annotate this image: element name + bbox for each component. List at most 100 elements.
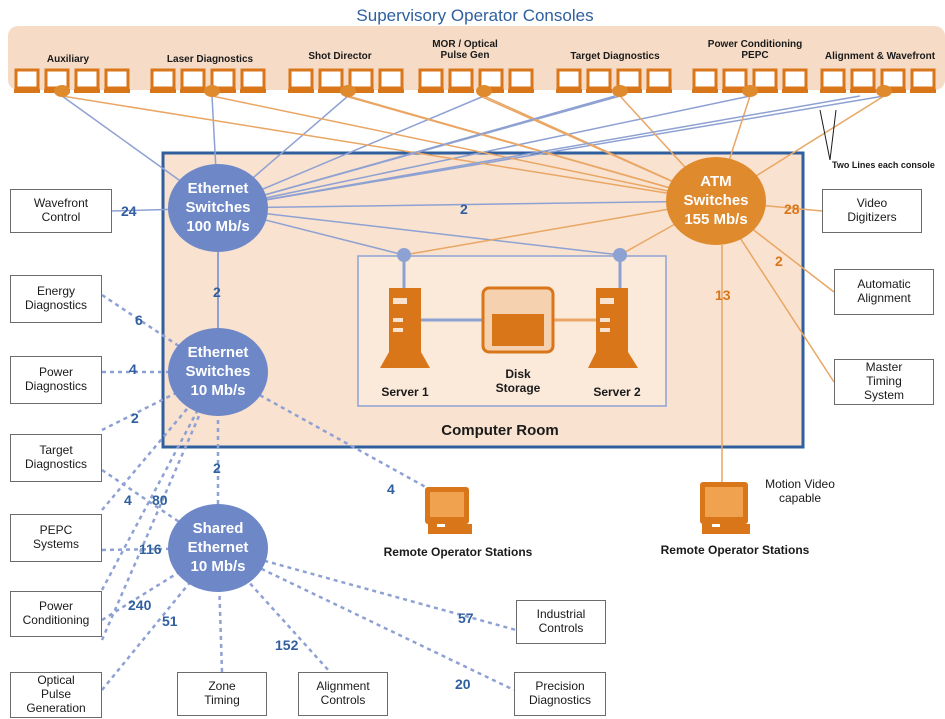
count-auto-alignment: 2: [775, 253, 783, 269]
industrial-link: [217, 546, 517, 632]
box-target-diagnostics: Target Diagnostics: [10, 434, 102, 482]
console-monitor-icon: [240, 68, 266, 93]
console-monitor-icon: [722, 68, 748, 93]
motion-video-label: Motion Video capable: [765, 477, 835, 505]
box-video-digitizers: Video Digitizers: [822, 189, 922, 233]
server-2-label: Server 2: [593, 385, 641, 399]
console-jack: [340, 85, 356, 97]
count-target-shared: 80: [152, 492, 168, 508]
two-lines-note: Two Lines each console: [832, 160, 935, 170]
console-monitor-icon: [448, 68, 474, 93]
box-energy-diagnostics: Energy Diagnostics: [10, 275, 102, 323]
diagram-title: Supervisory Operator Consoles: [356, 6, 594, 25]
console-jack: [742, 85, 758, 97]
server-2-icon: [588, 248, 638, 368]
console-monitor-icon: [692, 68, 718, 93]
console-monitor-icon: [348, 68, 374, 93]
box-automatic-alignment: Automatic Alignment: [834, 269, 934, 315]
console-atm-line: [344, 95, 717, 202]
console-jack: [54, 85, 70, 97]
target-diag-link: [101, 370, 219, 432]
console-monitor-icon: [850, 68, 876, 93]
console-monitor-icon: [752, 68, 778, 93]
eth100-atm-link: [217, 200, 717, 209]
console-monitor-icon: [288, 68, 314, 93]
count-eth100-atm: 2: [460, 201, 468, 217]
precision-link: [217, 546, 515, 692]
count-energy: 6: [135, 312, 143, 328]
console-label-target-diagnostics: Target Diagnostics: [570, 51, 660, 62]
console-label-power-conditioning: Power Conditioning PEPC: [707, 39, 803, 61]
hub-atm-switches: [666, 157, 766, 245]
console-monitor-icon: [104, 68, 130, 93]
count-power-conditioning: 240: [128, 597, 152, 613]
count-alignment: 152: [275, 637, 299, 653]
disk-storage-icon: [421, 286, 596, 354]
hub-ethernet-10: [168, 328, 268, 416]
note-pointer: [819, 109, 831, 161]
count-atm-remote: 13: [715, 287, 731, 303]
console-monitor-icon: [556, 68, 582, 93]
note-pointer: [829, 109, 837, 161]
count-target-diagnostics: 2: [131, 410, 139, 426]
box-pepc-systems: PEPC Systems: [10, 514, 102, 562]
count-optical-pulse: 51: [162, 613, 178, 629]
console-jack: [476, 85, 492, 97]
power-cond-eth10-link: [100, 371, 220, 591]
console-monitor-icon: [14, 68, 40, 93]
console-monitor-icon: [150, 68, 176, 93]
hub-ethernet-10-label: Ethernet Switches 10 Mb/s: [185, 344, 251, 399]
eth100-server2-link: [217, 207, 621, 256]
console-monitors: [14, 68, 936, 97]
remote-station-left-icon: [425, 487, 472, 534]
remote-station-right-icon: [700, 482, 750, 534]
console-label-alignment-wavefront: Alignment & Wavefront: [824, 51, 936, 62]
server-1-icon: [380, 248, 430, 368]
optical-eth10-link: [100, 371, 220, 641]
console-label-laser-diagnostics: Laser Diagnostics: [166, 54, 254, 65]
console-label-auxiliary: Auxiliary: [46, 54, 90, 65]
console-monitor-icon: [616, 68, 642, 93]
count-eth10-shared: 2: [213, 460, 221, 476]
disk-storage-label: Disk Storage: [495, 367, 541, 395]
count-video: 28: [784, 201, 800, 217]
console-monitor-icon: [180, 68, 206, 93]
console-monitor-icon: [646, 68, 672, 93]
console-monitor-icon: [378, 68, 404, 93]
count-wavefront: 24: [121, 203, 137, 219]
console-monitor-icon: [418, 68, 444, 93]
console-atm-line: [61, 95, 717, 202]
count-power-diagnostics: 4: [129, 361, 137, 377]
box-power-diagnostics: Power Diagnostics: [10, 356, 102, 404]
console-monitor-icon: [910, 68, 936, 93]
box-power-conditioning: Power Conditioning: [10, 591, 102, 637]
console-jack: [876, 85, 892, 97]
hub-ethernet-100: [168, 164, 268, 252]
console-monitor-icon: [210, 68, 236, 93]
count-industrial: 57: [458, 610, 474, 626]
console-jack: [612, 85, 628, 97]
box-precision-diagnostics: Precision Diagnostics: [514, 672, 606, 716]
count-eth100-eth10: 2: [213, 284, 221, 300]
box-master-timing-system: Master Timing System: [834, 359, 934, 405]
box-wavefront-control: Wavefront Control: [10, 189, 112, 233]
hub-atm-label: ATM Switches 155 Mb/s: [683, 173, 749, 228]
hub-shared-ethernet-label: Shared Ethernet 10 Mb/s: [187, 520, 249, 575]
server-1-label: Server 1: [381, 385, 429, 399]
remote-stations-right-label: Remote Operator Stations: [660, 543, 810, 557]
hub-shared-ethernet: [168, 504, 268, 592]
console-eth100-line: [217, 95, 616, 209]
remote-stations-left-label: Remote Operator Stations: [383, 545, 533, 559]
atm-server1-link: [403, 200, 717, 256]
computer-room-label: Computer Room: [441, 422, 559, 439]
console-label-shot-director: Shot Director: [308, 51, 372, 62]
box-industrial-controls: Industrial Controls: [516, 600, 606, 644]
console-monitor-icon: [782, 68, 808, 93]
console-jack: [204, 85, 220, 97]
console-monitor-icon: [820, 68, 846, 93]
console-monitor-icon: [880, 68, 906, 93]
count-remote-left: 4: [387, 481, 395, 497]
box-zone-timing: Zone Timing: [177, 672, 267, 716]
pepc-eth10-link: [101, 371, 219, 511]
